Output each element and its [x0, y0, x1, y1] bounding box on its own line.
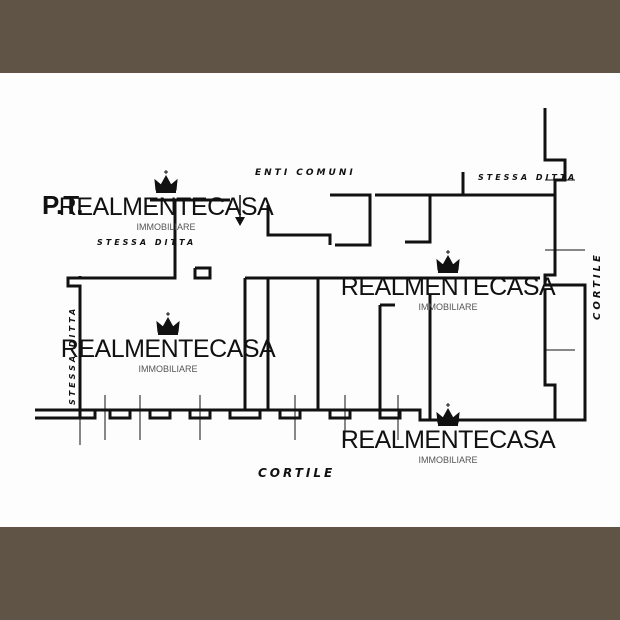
label-cortile-bottom: CORTILE [258, 466, 335, 480]
watermark-name: REALMENTECASA [340, 273, 556, 301]
watermark-subtitle: IMMOBILIARE [418, 302, 478, 312]
entrance-arrow [235, 195, 245, 226]
label-cortile-right: CORTILE [592, 252, 603, 320]
walls [35, 108, 587, 422]
crown-icon [436, 250, 460, 273]
floor-plan: ENTI COMUNI STESSA DITTA STESSA DITTA ST… [0, 73, 620, 527]
watermark-subtitle: IMMOBILIARE [138, 364, 198, 374]
floor-plan-drawing: ENTI COMUNI STESSA DITTA STESSA DITTA ST… [35, 108, 603, 480]
bottom-band [0, 527, 620, 620]
watermark-name: REALMENTECASA [340, 426, 556, 454]
label-stessa-ditta-top-left: STESSA DITTA [97, 238, 196, 247]
watermark: REALMENTECASA IMMOBILIARE [48, 312, 288, 374]
watermark: REALMENTECASA IMMOBILIARE [46, 170, 286, 232]
label-enti-comuni: ENTI COMUNI [255, 168, 356, 178]
watermark-subtitle: IMMOBILIARE [418, 455, 478, 465]
crown-icon [156, 312, 180, 335]
watermark-name: REALMENTECASA [58, 193, 274, 221]
label-stessa-ditta-top-right: STESSA DITTA [478, 173, 577, 182]
window-marks [79, 179, 585, 445]
top-band [0, 0, 620, 73]
label-stessa-ditta-left: STESSA DITTA [68, 306, 77, 405]
crown-icon [154, 170, 178, 193]
watermark-subtitle: IMMOBILIARE [136, 222, 196, 232]
watermark: REALMENTECASA IMMOBILIARE [328, 403, 568, 465]
floor-label: P.T. [42, 190, 84, 220]
watermark: REALMENTECASA IMMOBILIARE [328, 250, 568, 312]
crown-icon [436, 403, 460, 426]
watermark-name: REALMENTECASA [60, 335, 276, 363]
